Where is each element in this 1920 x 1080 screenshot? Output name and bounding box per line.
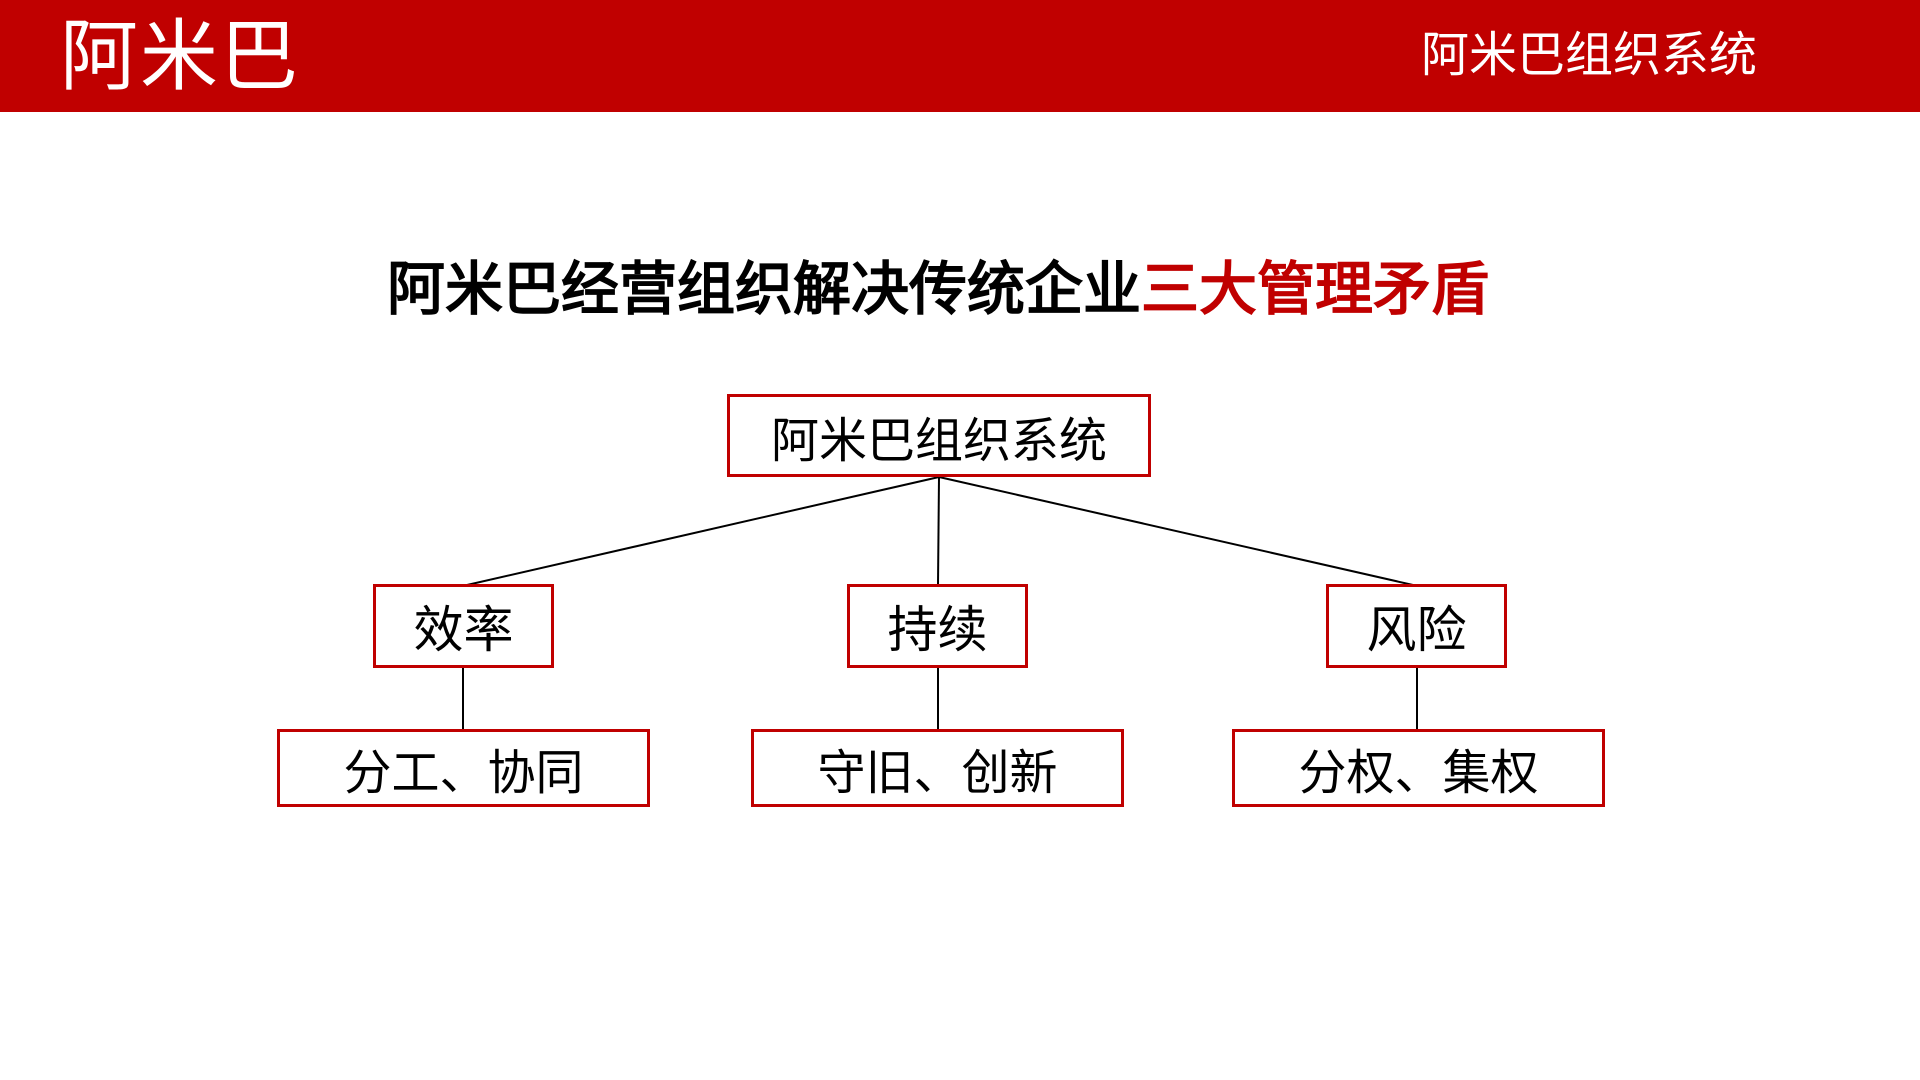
diagram-node-root: 阿米巴组织系统	[727, 394, 1151, 477]
diagram-node-tradition-innovation: 守旧、创新	[751, 729, 1124, 807]
diagram-node-division-collaboration: 分工、协同	[277, 729, 650, 807]
diagram-node-efficiency: 效率	[373, 584, 554, 668]
connector-root-to-right	[938, 476, 1414, 586]
slide-title-black: 阿米巴经营组织解决传统企业	[386, 257, 1141, 322]
diagram-node-continuity: 持续	[847, 584, 1028, 668]
slide-title: 阿米巴经营组织解决传统企业三大管理矛盾	[0, 258, 1876, 322]
brand-title: 阿米巴	[60, 12, 301, 100]
slide-title-red: 三大管理矛盾	[1141, 257, 1490, 322]
header-bar: 阿米巴 阿米巴组织系统	[0, 0, 1920, 112]
header-topic: 阿米巴组织系统	[1420, 29, 1757, 82]
diagram-node-decentralization-centralization: 分权、集权	[1232, 729, 1605, 807]
diagram-node-risk: 风险	[1326, 584, 1507, 668]
connector-root-to-left	[466, 476, 940, 586]
connector-root-to-middle	[937, 476, 940, 586]
